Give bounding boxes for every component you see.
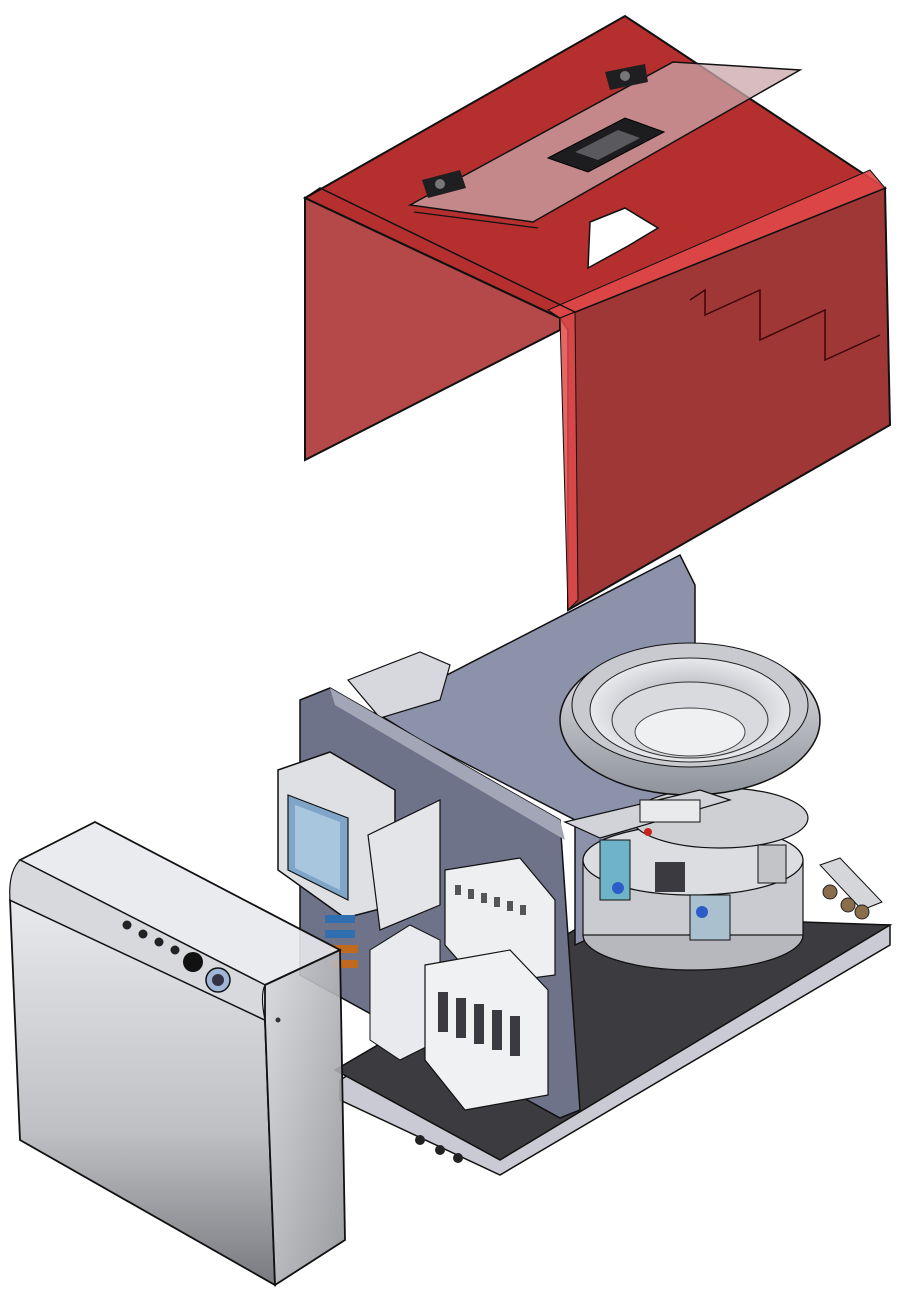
indicator-light-icon (154, 937, 164, 947)
hinged-lid (407, 61, 803, 229)
relay-modules (325, 857, 556, 1111)
hinge-icon (605, 64, 648, 90)
selector-switch-icon (183, 952, 203, 972)
vibratory-bowl (559, 642, 821, 971)
connector-block (819, 857, 883, 920)
indicator-light-icon (138, 929, 148, 939)
indicator-light-icon (170, 945, 180, 955)
lid-handle-icon (546, 117, 666, 173)
control-box (9, 820, 346, 1287)
indicator-light-icon (122, 920, 132, 930)
hinge-icon (422, 170, 466, 198)
display-unit (277, 751, 441, 931)
